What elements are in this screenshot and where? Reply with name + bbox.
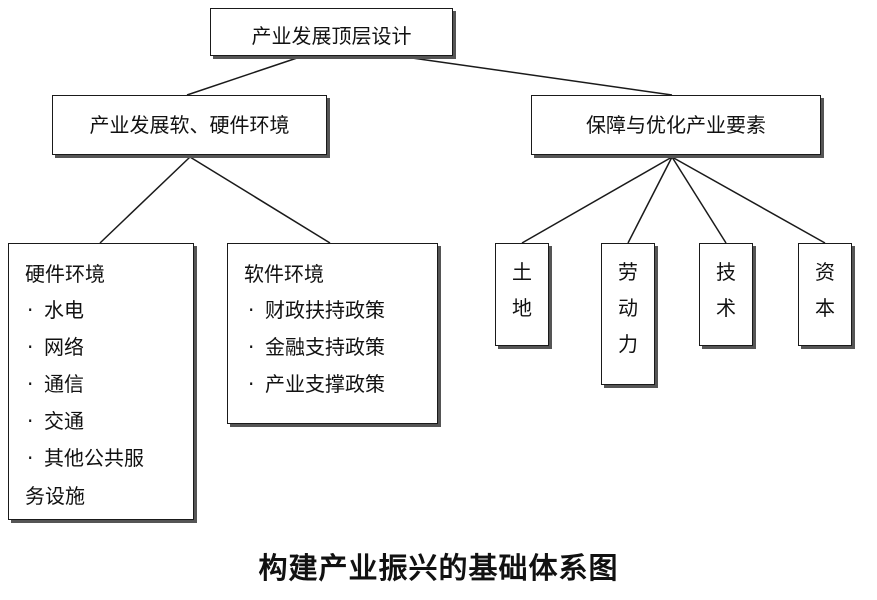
industry-factors-label: 保障与优化产业要素 (586, 113, 766, 137)
factor-char: 劳 (618, 260, 638, 284)
list-item: · 其他公共服 (27, 440, 144, 477)
industry-factors-node: 保障与优化产业要素 (531, 95, 821, 155)
list-item-text: 水电 (44, 298, 84, 322)
list-item-text: 金融支持政策 (265, 335, 385, 359)
bullet: · (27, 409, 34, 433)
list-item: · 通信 (27, 366, 144, 403)
list-item: · 财政扶持政策 (248, 292, 385, 329)
factor-land-node: 土 地 (495, 243, 549, 346)
root-node: 产业发展顶层设计 (210, 8, 453, 56)
factor-char: 动 (618, 296, 638, 320)
list-item: · 金融支持政策 (248, 329, 385, 366)
bullet: · (27, 372, 34, 396)
list-item-continuation: 务设施 (25, 484, 85, 508)
factor-char: 地 (512, 296, 532, 320)
bullet: · (27, 446, 34, 470)
list-item-text: 交通 (44, 409, 84, 433)
bullet: · (248, 372, 255, 396)
hardware-environment-node: 硬件环境 · 水电 · 网络 · 通信 · 交通 · 其他公共服 务设施 (8, 243, 194, 520)
list-item-text: 其他公共服 (44, 446, 144, 470)
software-list: · 财政扶持政策 · 金融支持政策 · 产业支撑政策 (248, 292, 385, 403)
bullet: · (27, 298, 34, 322)
software-environment-title: 软件环境 (244, 262, 324, 286)
link-right-labor (627, 156, 673, 244)
list-item: · 产业支撑政策 (248, 366, 385, 403)
list-item: · 水电 (27, 292, 144, 329)
list-item-text: 产业支撑政策 (265, 372, 385, 396)
list-item: · 网络 (27, 329, 144, 366)
factor-char: 资 (815, 260, 835, 284)
factor-char: 本 (815, 296, 835, 320)
link-left-software (189, 156, 331, 244)
figure-caption: 构建产业振兴的基础体系图 (258, 551, 619, 585)
factor-char: 技 (716, 260, 736, 284)
list-item-text: 财政扶持政策 (265, 298, 385, 322)
hardware-list: · 水电 · 网络 · 通信 · 交通 · 其他公共服 (27, 292, 144, 477)
soft-hard-environment-node: 产业发展软、硬件环境 (52, 95, 327, 155)
link-root-right (404, 56, 673, 96)
factor-char: 力 (618, 332, 638, 356)
list-item: · 交通 (27, 403, 144, 440)
link-right-capital (671, 156, 826, 244)
root-node-label: 产业发展顶层设计 (251, 24, 412, 48)
factor-char: 术 (716, 296, 736, 320)
link-right-tech (671, 156, 727, 244)
factor-capital-node: 资 本 (798, 243, 852, 346)
list-item-text: 通信 (44, 372, 84, 396)
hardware-environment-title: 硬件环境 (25, 262, 105, 286)
bullet: · (248, 298, 255, 322)
software-environment-node: 软件环境 · 财政扶持政策 · 金融支持政策 · 产业支撑政策 (227, 243, 438, 424)
factor-technology-node: 技 术 (699, 243, 753, 346)
bullet: · (27, 335, 34, 359)
link-left-hardware (99, 156, 191, 244)
link-root-left (186, 56, 301, 96)
factor-labor-node: 劳 动 力 (601, 243, 655, 385)
soft-hard-environment-label: 产业发展软、硬件环境 (89, 113, 290, 137)
link-right-land (521, 156, 673, 244)
list-item-text: 网络 (44, 335, 84, 359)
bullet: · (248, 335, 255, 359)
factor-char: 土 (512, 260, 532, 284)
